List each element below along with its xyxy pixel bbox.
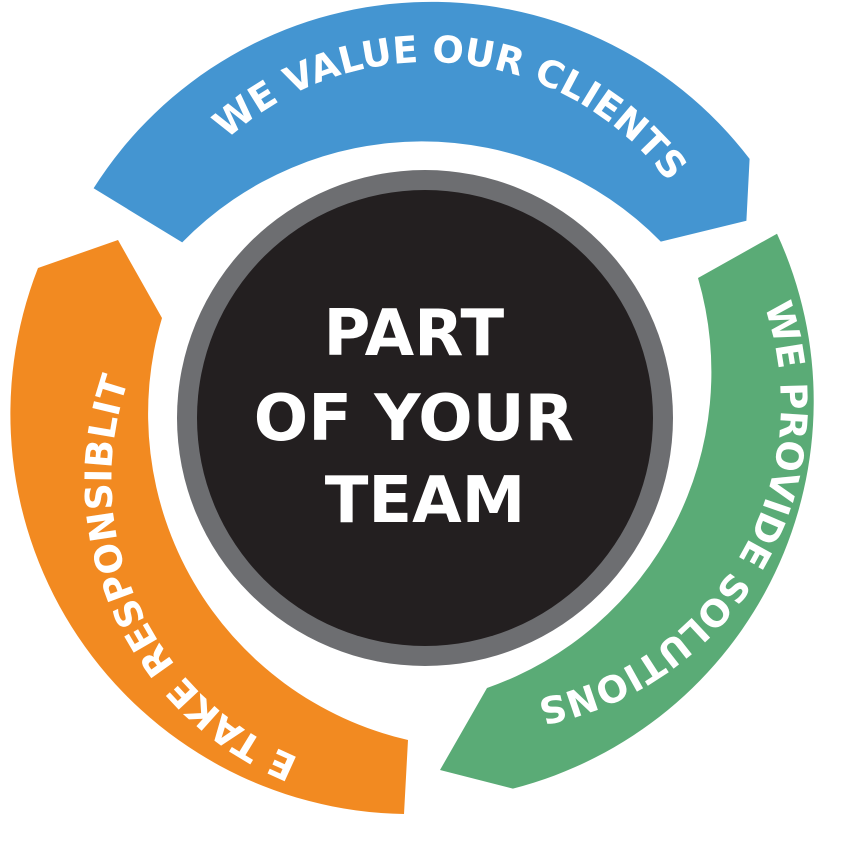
arc-arrow-value-clients	[93, 1, 750, 243]
center-line-1: PART	[324, 297, 505, 371]
center-line-3: TEAM	[325, 464, 526, 538]
center-title: PART OF YOUR TEAM	[254, 297, 596, 538]
arc-arrow-provide-solutions	[440, 233, 814, 789]
arc-arrow-take-responsibility	[10, 240, 409, 814]
center-line-2: OF YOUR	[254, 382, 574, 456]
center-disk	[197, 190, 653, 646]
